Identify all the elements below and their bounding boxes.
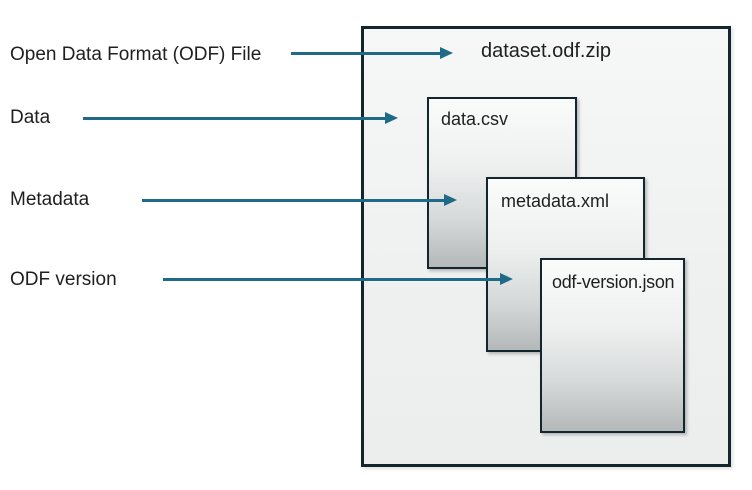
label-odf-version: ODF version [10, 269, 117, 290]
arrow-head-icon [500, 273, 513, 285]
file-box-odf-version-json: odf-version.json [540, 258, 685, 433]
arrow-data [83, 112, 398, 125]
file-name: odf-version.json [552, 272, 675, 292]
arrow-shaft [83, 117, 387, 120]
arrow-odf-version [163, 273, 513, 286]
arrow-shaft [291, 52, 442, 55]
arrow-head-icon [385, 112, 398, 124]
label-data: Data [10, 107, 51, 128]
label-odf-file: Open Data Format (ODF) File [10, 44, 262, 65]
arrow-shaft [163, 278, 502, 281]
label-metadata: Metadata [10, 189, 90, 210]
arrow-head-icon [440, 47, 453, 59]
arrow-head-icon [444, 194, 457, 206]
file-name: metadata.xml [501, 191, 610, 211]
arrow-shaft [142, 199, 446, 202]
archive-title: dataset.odf.zip [480, 40, 612, 62]
arrow-metadata [142, 194, 457, 207]
file-name: data.csv [441, 109, 509, 129]
arrow-odf-file [291, 47, 453, 60]
